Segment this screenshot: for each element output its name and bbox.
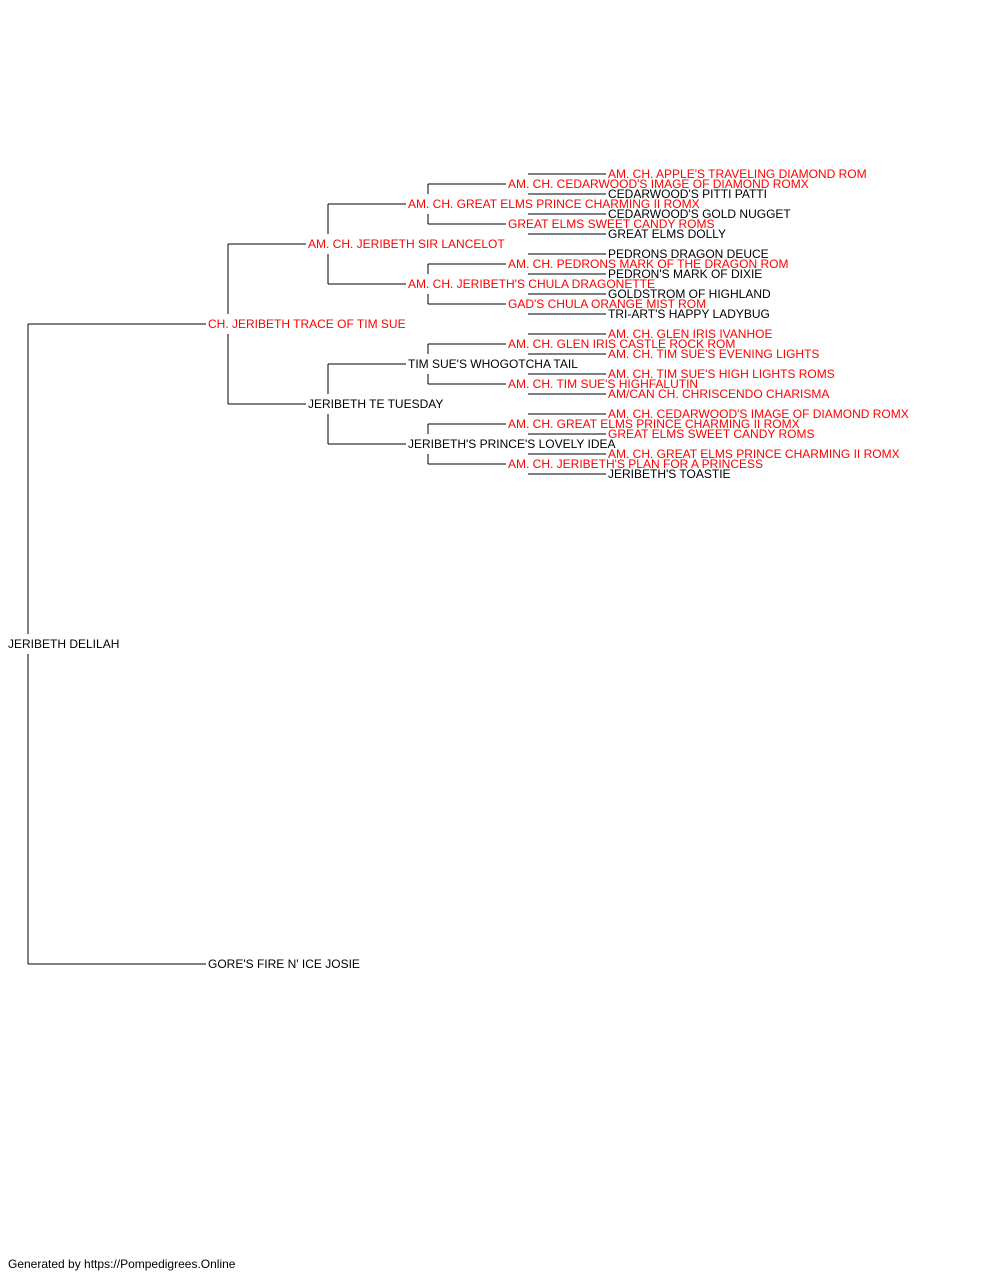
ancestor-name[interactable]: GREAT ELMS SWEET CANDY ROMS [508,217,715,231]
ancestor-name[interactable]: JERIBETH'S TOASTIE [608,467,731,481]
ancestor-name[interactable]: AM. CH. GLEN IRIS CASTLE ROCK ROM [508,337,736,351]
ancestor-name[interactable]: CEDARWOOD'S PITTI PATTI [608,187,767,201]
ancestor-name[interactable]: GAD'S CHULA ORANGE MIST ROM [508,297,707,311]
ancestor-name[interactable]: CEDARWOOD'S GOLD NUGGET [608,207,791,221]
ancestor-name[interactable]: CH. JERIBETH TRACE OF TIM SUE [208,317,406,331]
ancestor-name[interactable]: GOLDSTROM OF HIGHLAND [608,287,771,301]
ancestor-name[interactable]: AM. CH. JERIBETH'S PLAN FOR A PRINCESS [508,457,764,471]
ancestor-name[interactable]: AM. CH. JERIBETH SIR LANCELOT [308,237,505,251]
ancestor-name[interactable]: AM. CH. JERIBETH'S CHULA DRAGONETTE [408,277,655,291]
ancestor-name[interactable]: AM. CH. PEDRONS MARK OF THE DRAGON ROM [508,257,789,271]
ancestor-name[interactable]: PEDRON'S MARK OF DIXIE [608,267,763,281]
footer-credit: Generated by https://Pompedigrees.Online [8,1257,236,1271]
ancestor-name[interactable]: JERIBETH DELILAH [8,637,120,651]
ancestor-name[interactable]: AM. CH. GREAT ELMS PRINCE CHARMING II RO… [408,197,700,211]
ancestor-name[interactable]: AM. CH. TIM SUE'S HIGH LIGHTS ROMS [608,367,835,381]
ancestor-name[interactable]: TIM SUE'S WHOGOTCHA TAIL [408,357,578,371]
ancestor-name[interactable]: AM. CH. APPLE'S TRAVELING DIAMOND ROM [608,167,867,181]
ancestor-name[interactable]: AM. CH. CEDARWOOD'S IMAGE OF DIAMOND ROM… [608,407,909,421]
ancestor-name[interactable]: AM/CAN CH. CHRISCENDO CHARISMA [608,387,830,401]
ancestor-name[interactable]: AM. CH. CEDARWOOD'S IMAGE OF DIAMOND ROM… [508,177,809,191]
ancestor-name[interactable]: AM. CH. TIM SUE'S EVENING LIGHTS [608,347,820,361]
ancestor-name[interactable]: PEDRONS DRAGON DEUCE [608,247,769,261]
ancestor-name[interactable]: JERIBETH'S PRINCE'S LOVELY IDEA [408,437,616,451]
ancestor-name[interactable]: JERIBETH TE TUESDAY [308,397,444,411]
ancestor-name[interactable]: GORE'S FIRE N' ICE JOSIE [208,957,360,971]
ancestor-name[interactable]: AM. CH. TIM SUE'S HIGHFALUTIN [508,377,699,391]
ancestor-name[interactable]: GREAT ELMS DOLLY [608,227,727,241]
ancestor-name[interactable]: GREAT ELMS SWEET CANDY ROMS [608,427,815,441]
ancestor-name[interactable]: TRI-ART'S HAPPY LADYBUG [608,307,770,321]
ancestor-name[interactable]: AM. CH. GREAT ELMS PRINCE CHARMING II RO… [508,417,800,431]
ancestor-name[interactable]: AM. CH. GREAT ELMS PRINCE CHARMING II RO… [608,447,900,461]
ancestor-name[interactable]: AM. CH. GLEN IRIS IVANHOE [608,327,773,341]
